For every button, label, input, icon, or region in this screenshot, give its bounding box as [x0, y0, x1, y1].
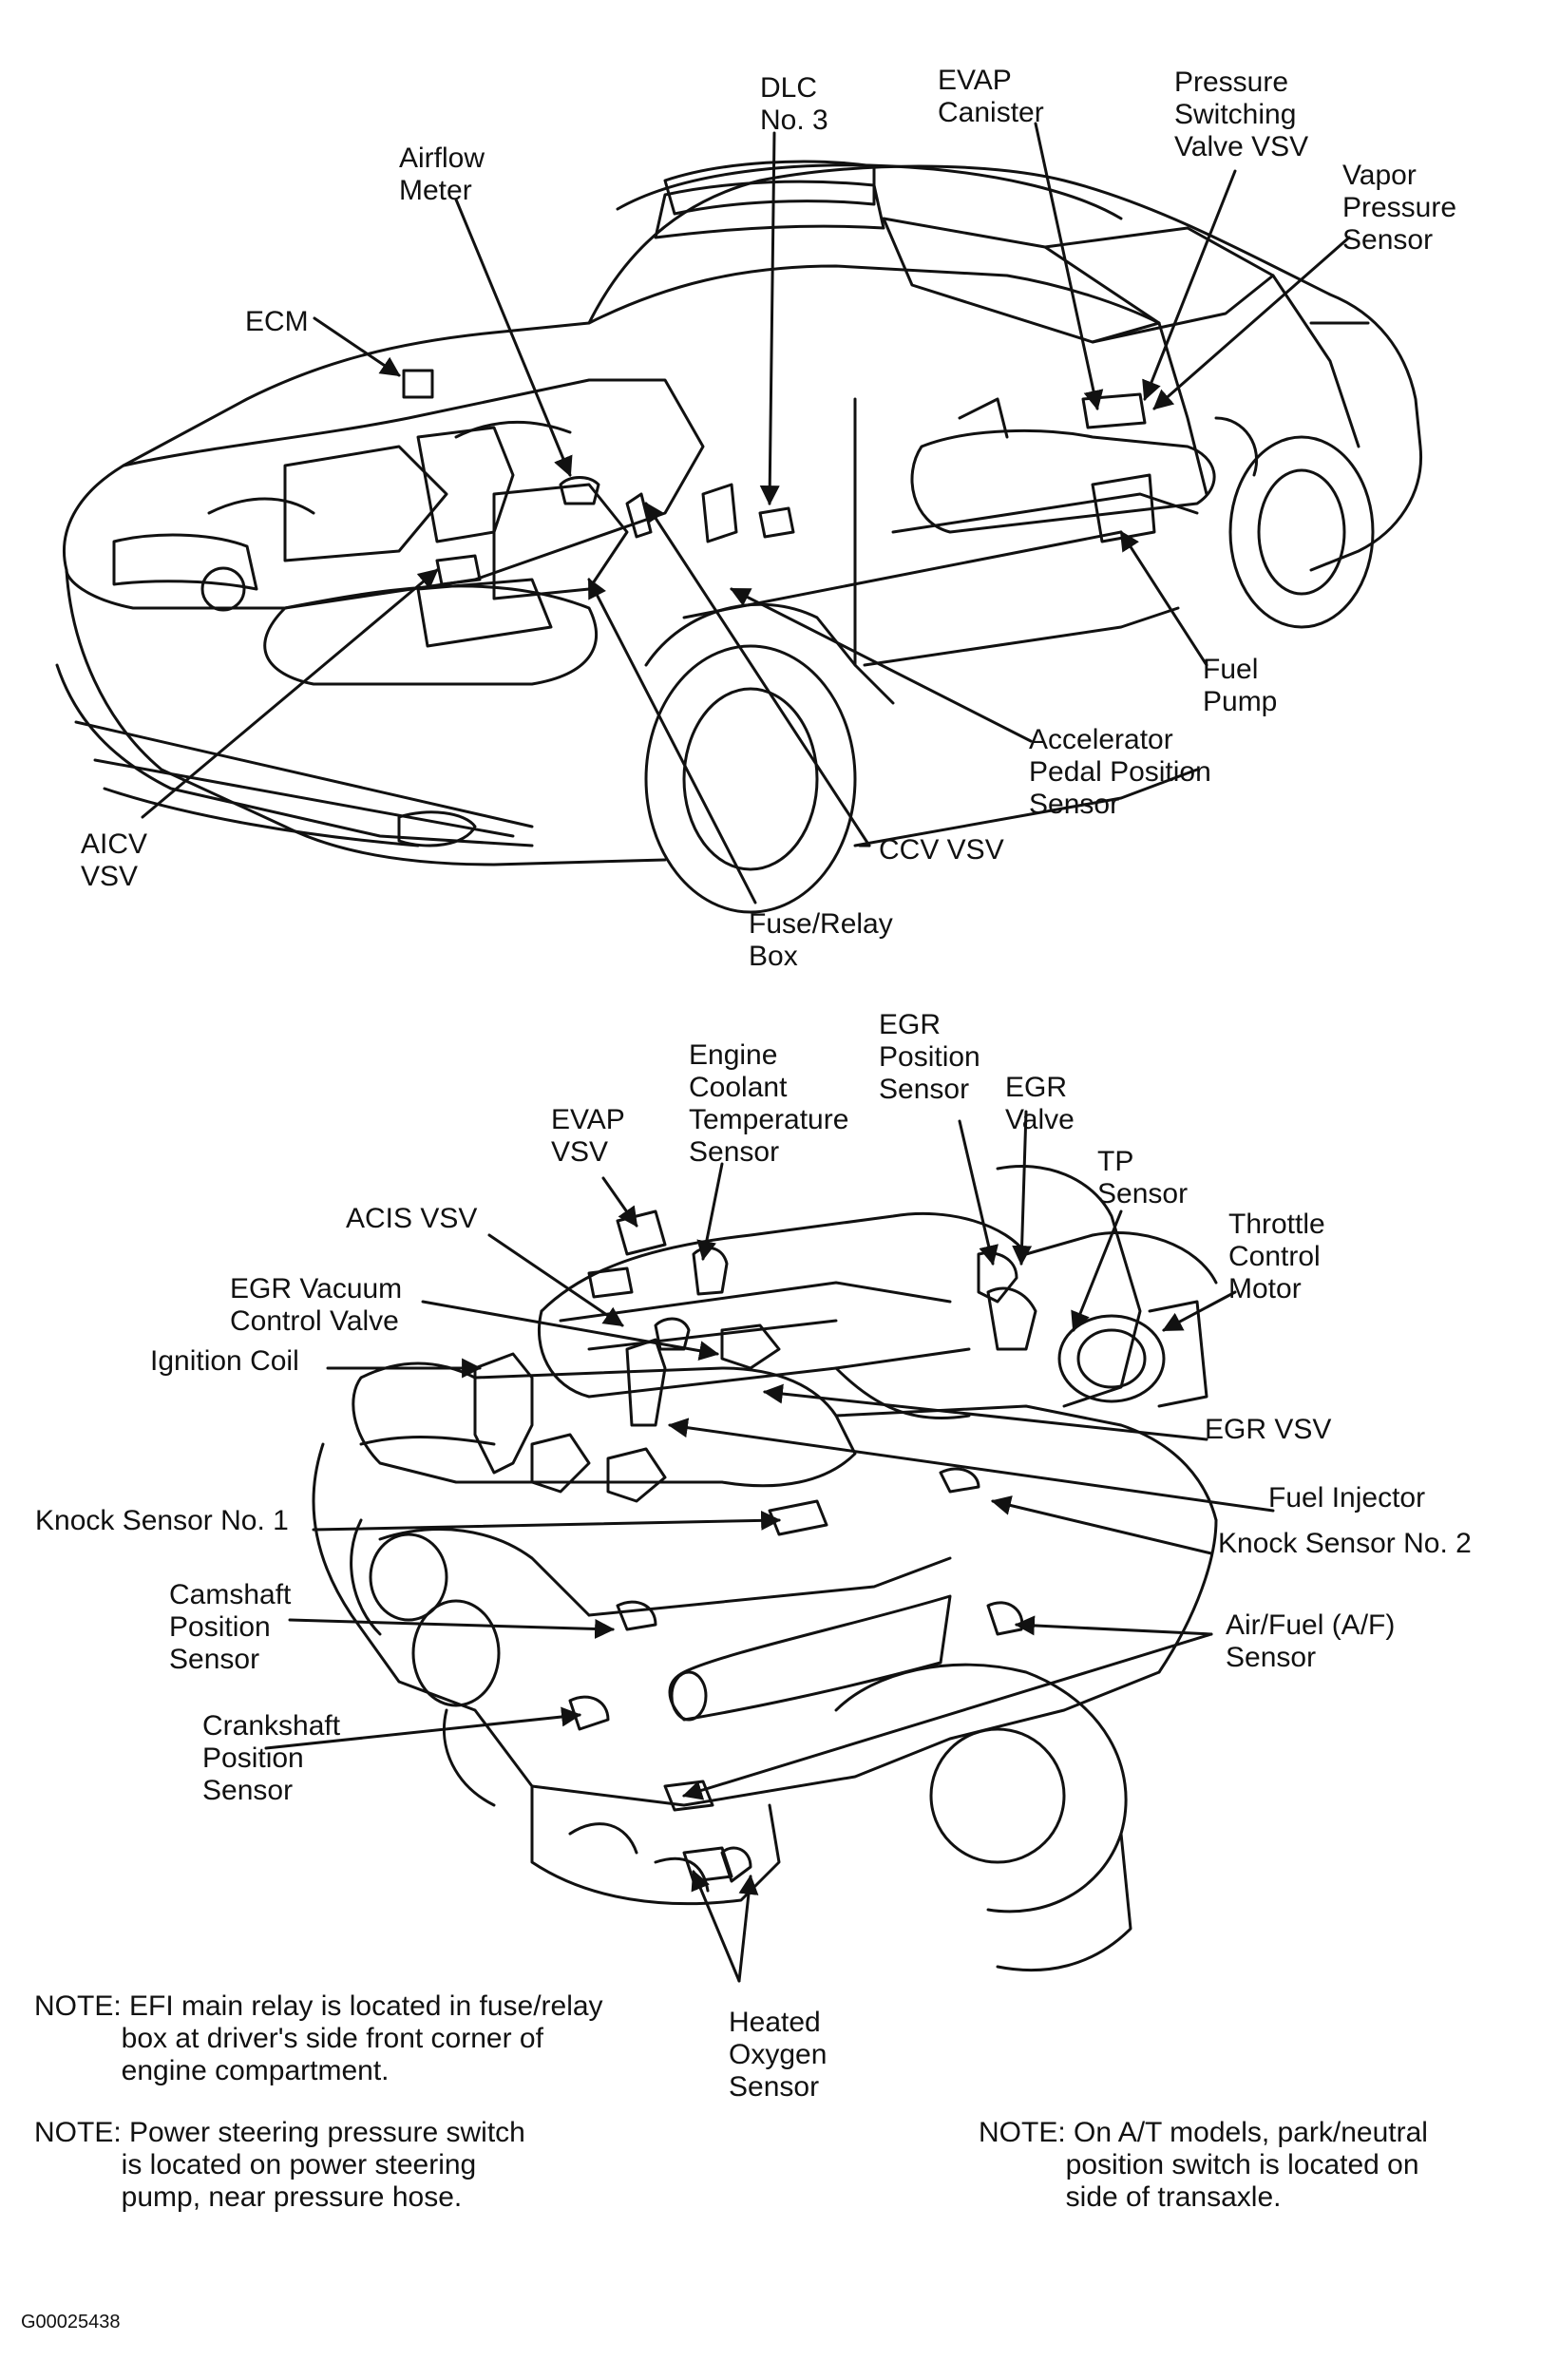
leader-crankshaft	[264, 1706, 582, 1750]
label-ignition-coil: Ignition Coil	[150, 1345, 299, 1377]
leader-oxygen-b	[737, 1874, 759, 1983]
label-heated-oxygen-sensor: Heated Oxygen Sensor	[729, 2007, 828, 2103]
label-camshaft-position-sensor: Camshaft Position Sensor	[169, 1579, 292, 1675]
leader-evap-vsv	[601, 1176, 638, 1228]
label-fuel-injector: Fuel Injector	[1268, 1482, 1426, 1514]
label-airflow-meter: Airflow Meter	[399, 143, 485, 206]
leader-pressure-switching	[1142, 169, 1237, 401]
leader-fuel-injector	[667, 1418, 1275, 1513]
leader-throttle-motor	[1162, 1290, 1237, 1332]
leader-oxygen-a	[691, 1870, 741, 1983]
leader-ccv	[644, 502, 871, 847]
label-vapor-pressure-sensor: Vapor Pressure Sensor	[1342, 160, 1457, 256]
label-ccv-vsv: CCV VSV	[879, 834, 1004, 866]
leader-ecm	[313, 316, 401, 377]
car-drawing	[55, 160, 1423, 914]
engine-leader-lines	[264, 1110, 1275, 1983]
label-knock-sensor-2: Knock Sensor No. 2	[1218, 1528, 1472, 1559]
label-engine-coolant-temperature-sensor: Engine Coolant Temperature Sensor	[689, 1039, 849, 1168]
label-egr-vsv: EGR VSV	[1205, 1414, 1332, 1445]
leader-egr-vsv	[762, 1383, 1208, 1441]
label-air-fuel-sensor: Air/Fuel (A/F) Sensor	[1226, 1609, 1396, 1673]
leader-egr-valve	[1012, 1110, 1033, 1266]
leader-vapor-pressure	[1152, 236, 1351, 410]
leader-dlc	[759, 131, 780, 506]
engine-drawing	[312, 1164, 1218, 1972]
leader-acis	[487, 1233, 624, 1327]
leader-airflow	[454, 198, 573, 477]
leader-egr-vacuum	[421, 1300, 720, 1361]
label-knock-sensor-1: Knock Sensor No. 1	[35, 1505, 289, 1536]
leader-af-a	[1014, 1615, 1213, 1636]
figure-id: G00025438	[21, 2312, 121, 2332]
leader-knock-1	[312, 1510, 782, 1532]
label-egr-vacuum-control-valve: EGR Vacuum Control Valve	[230, 1273, 403, 1337]
label-evap-canister: EVAP Canister	[938, 65, 1044, 128]
label-fuel-pump: Fuel Pump	[1203, 654, 1278, 717]
car-leader-extra	[682, 530, 1123, 847]
leader-camshaft	[288, 1618, 616, 1639]
label-tp-sensor: TP Sensor	[1097, 1146, 1189, 1209]
note-power-steering-switch: NOTE: Power steering pressure switch is …	[34, 2117, 525, 2213]
leader-egr-position	[958, 1119, 999, 1266]
car-leader-lines	[141, 122, 1351, 904]
label-ecm: ECM	[245, 306, 309, 337]
label-dlc: DLC No. 3	[760, 72, 828, 136]
leader-knock-2	[990, 1495, 1213, 1555]
leader-fuel-pump	[1119, 530, 1208, 667]
note-park-neutral-switch: NOTE: On A/T models, park/neutral positi…	[979, 2117, 1428, 2213]
label-evap-vsv: EVAP VSV	[551, 1104, 625, 1168]
label-aicv-vsv: AICV VSV	[81, 828, 148, 892]
label-pressure-switching-valve: Pressure Switching Valve VSV	[1174, 67, 1309, 162]
leader-accelerator	[730, 587, 1033, 743]
leader-coolant-temp	[696, 1162, 724, 1262]
label-accelerator-pedal-sensor: Accelerator Pedal Position Sensor	[1029, 724, 1211, 820]
leader-fuse-relay	[587, 578, 757, 904]
leader-evap-canister	[1034, 122, 1104, 411]
label-egr-position-sensor: EGR Position Sensor	[879, 1009, 980, 1105]
leader-tp	[1071, 1209, 1123, 1332]
label-fuse-relay-box: Fuse/Relay Box	[749, 908, 893, 972]
label-egr-valve: EGR Valve	[1005, 1072, 1075, 1135]
label-throttle-control-motor: Throttle Control Motor	[1228, 1209, 1325, 1304]
label-acis-vsv: ACIS VSV	[346, 1203, 478, 1234]
note-efi-main-relay: NOTE: EFI main relay is located in fuse/…	[34, 1990, 603, 2086]
leader-af-b	[681, 1632, 1213, 1800]
label-crankshaft-position-sensor: Crankshaft Position Sensor	[202, 1710, 341, 1806]
leader-aicv	[141, 568, 439, 819]
